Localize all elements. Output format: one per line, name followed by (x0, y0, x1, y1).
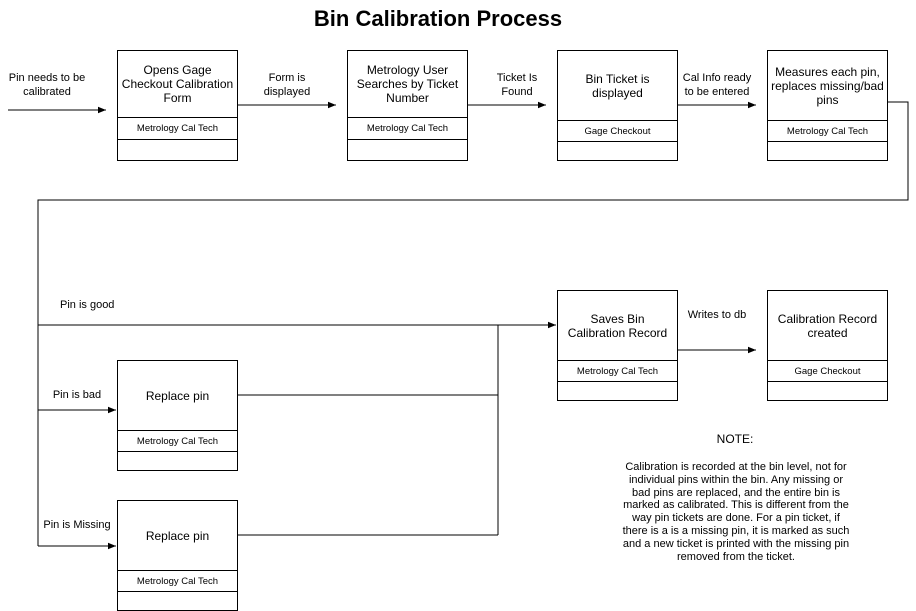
note-heading: NOTE: (716, 432, 754, 446)
label-ticket-found: Ticket Is Found (496, 72, 538, 98)
process-title: Replace pin (118, 501, 237, 571)
process-bin-ticket[interactable]: Bin Ticket is displayed Gage Checkout (557, 50, 678, 161)
label-pin-good: Pin is good (60, 299, 115, 311)
role-label: Metrology Cal Tech (118, 118, 237, 140)
process-saves-record[interactable]: Saves Bin Calibration Record Metrology C… (557, 290, 678, 401)
process-record-created[interactable]: Calibration Record created Gage Checkout (767, 290, 888, 401)
diagram-title: Bin Calibration Process (313, 6, 563, 31)
process-measures-pins[interactable]: Measures each pin, replaces missing/bad … (767, 50, 888, 161)
role-label: Gage Checkout (558, 121, 677, 142)
role-label: Metrology Cal Tech (118, 431, 237, 452)
label-writes-db: Writes to db (687, 309, 747, 321)
wrap-connector (37, 101, 909, 546)
process-replace-missing-pin[interactable]: Replace pin Metrology Cal Tech (117, 500, 238, 611)
process-title: Opens Gage Checkout Calibration Form (118, 51, 237, 118)
process-opens-form[interactable]: Opens Gage Checkout Calibration Form Met… (117, 50, 238, 161)
process-search-ticket[interactable]: Metrology User Searches by Ticket Number… (347, 50, 468, 161)
note-body: Calibration is recorded at the bin level… (622, 461, 850, 563)
role-label: Gage Checkout (768, 361, 887, 382)
process-replace-bad-pin[interactable]: Replace pin Metrology Cal Tech (117, 360, 238, 471)
process-title: Metrology User Searches by Ticket Number (348, 51, 467, 118)
role-label: Metrology Cal Tech (118, 571, 237, 592)
process-title: Measures each pin, replaces missing/bad … (768, 51, 887, 121)
process-title: Bin Ticket is displayed (558, 51, 677, 121)
label-pin-needs-calibration: Pin needs to be calibrated (8, 72, 86, 98)
label-pin-missing: Pin is Missing (43, 519, 111, 531)
role-label: Metrology Cal Tech (768, 121, 887, 142)
role-label: Metrology Cal Tech (558, 361, 677, 382)
label-cal-info-ready: Cal Info ready to be entered (682, 72, 752, 98)
process-title: Saves Bin Calibration Record (558, 291, 677, 361)
process-title: Calibration Record created (768, 291, 887, 361)
label-form-displayed: Form is displayed (263, 72, 311, 98)
label-pin-bad: Pin is bad (52, 389, 102, 401)
role-label: Metrology Cal Tech (348, 118, 467, 140)
process-title: Replace pin (118, 361, 237, 431)
